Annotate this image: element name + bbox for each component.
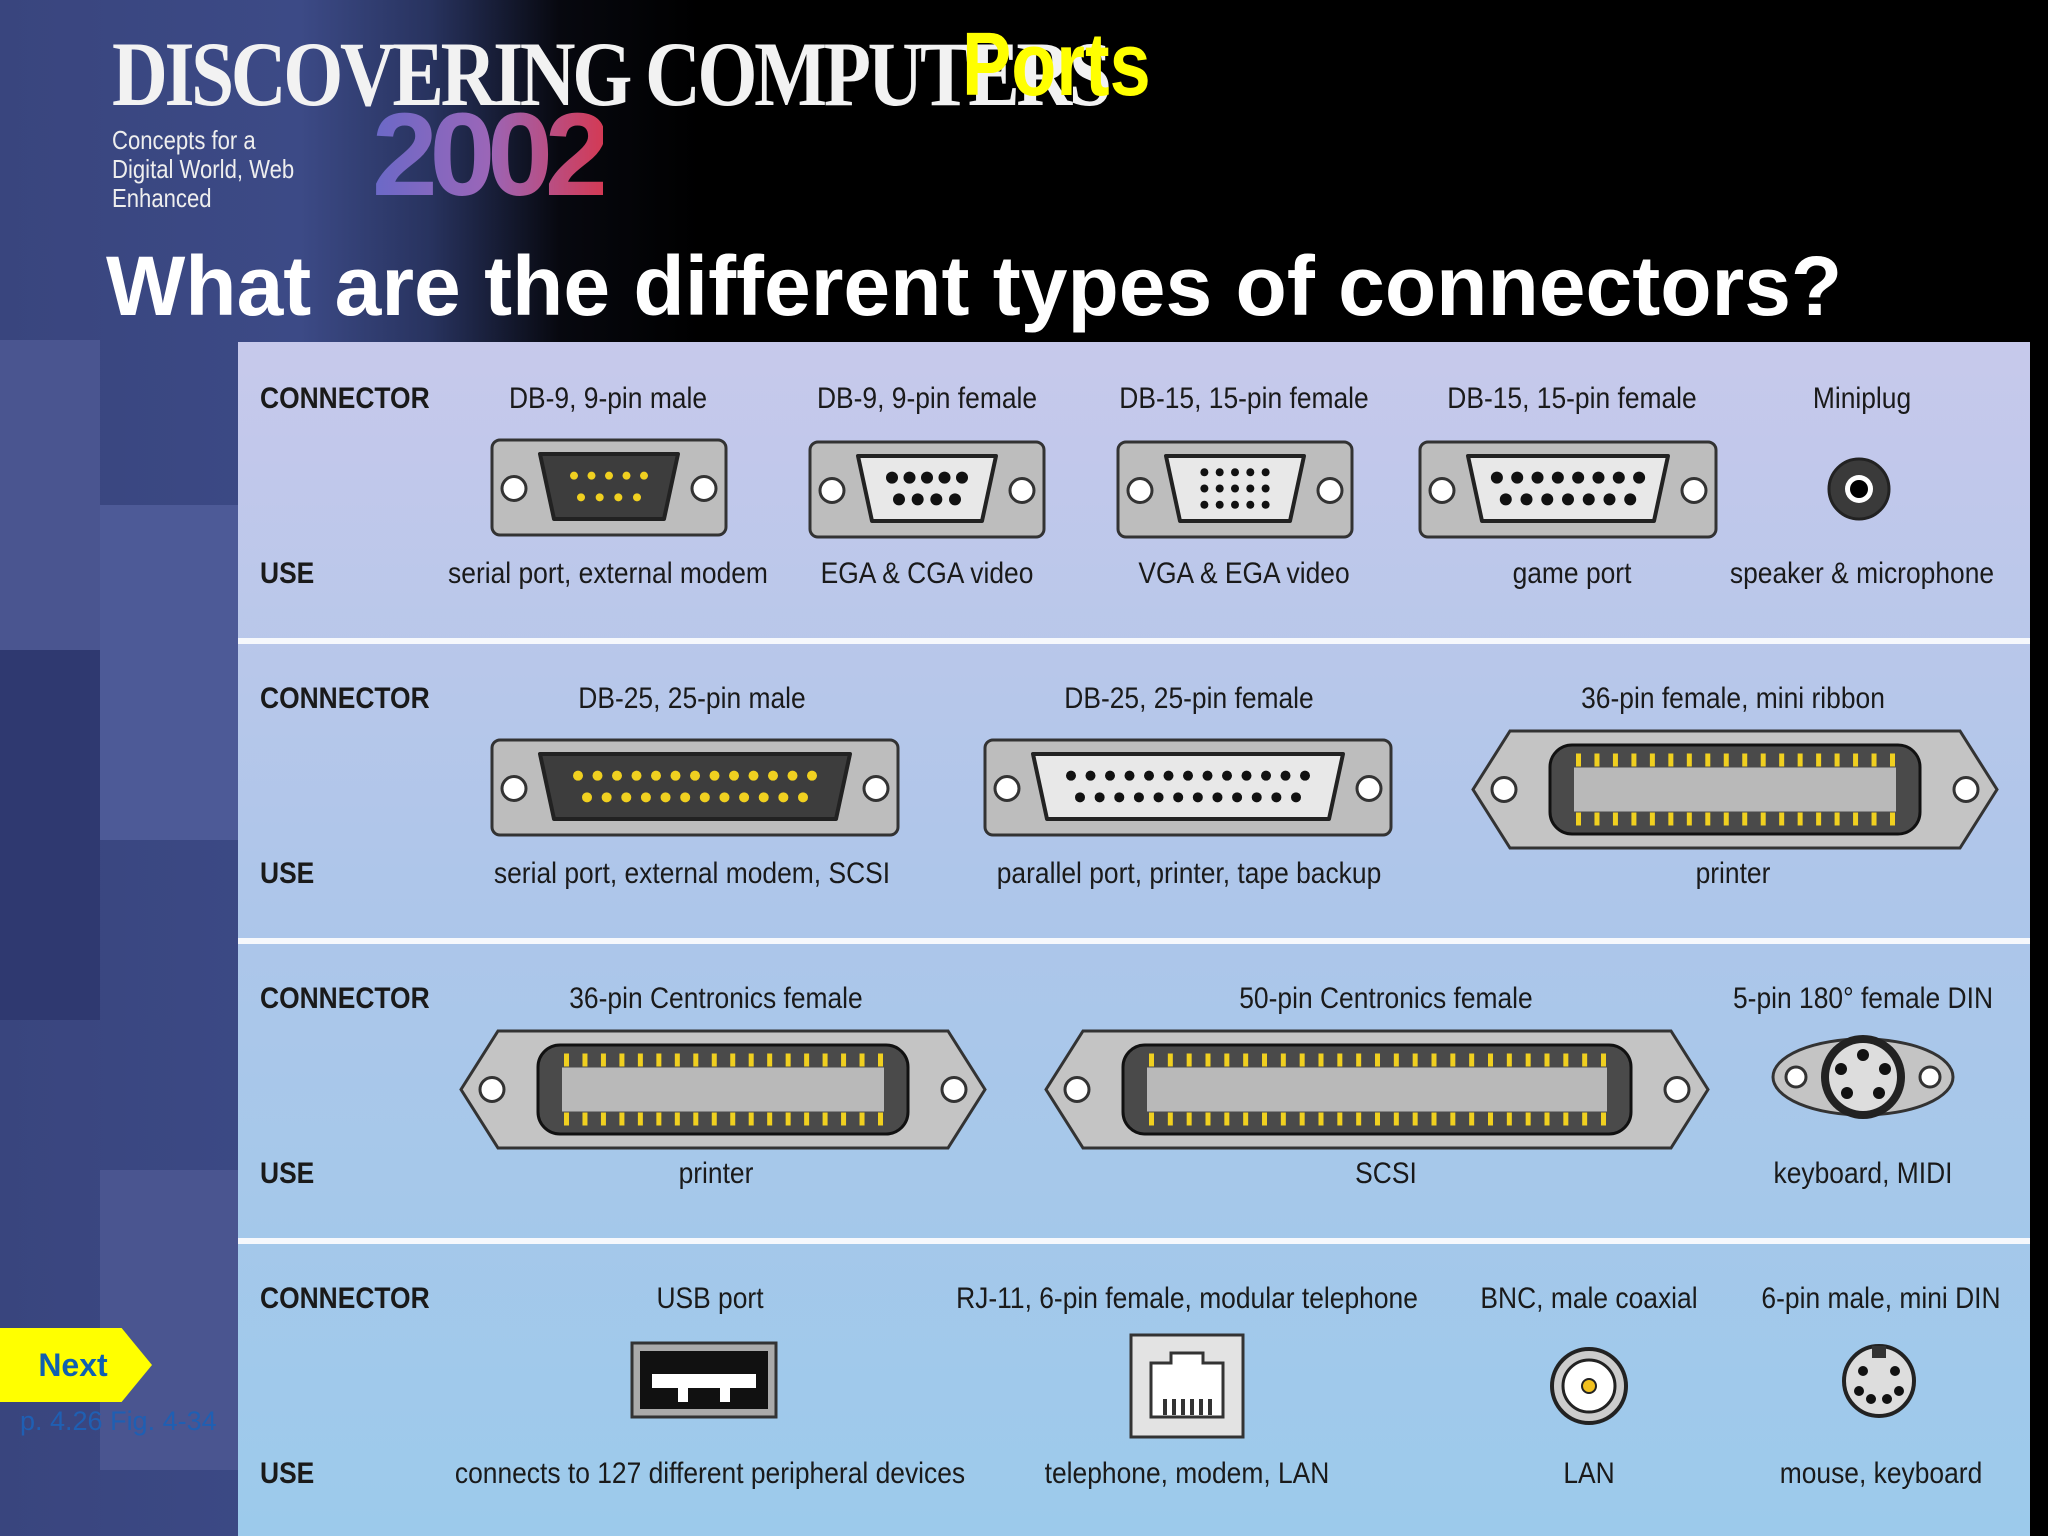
row-divider (238, 638, 2030, 644)
brand-year: 2002 (372, 89, 610, 221)
connector-row-label: CONNECTOR (260, 1282, 430, 1315)
connector-use: keyboard, MIDI (1773, 1157, 1953, 1190)
next-button-label: Next (38, 1347, 108, 1383)
connector-use: serial port, external modem (448, 557, 768, 590)
connector-name: BNC, male coaxial (1480, 1282, 1698, 1315)
connector-name: 36-pin female, mini ribbon (1581, 682, 1885, 715)
connector-name: 5-pin 180° female DIN (1732, 982, 1994, 1015)
connector-name: DB-15, 15-pin female (1447, 382, 1697, 415)
connector-name: Miniplug (1812, 382, 1912, 415)
usb-icon (630, 1341, 778, 1424)
connector-use: telephone, modem, LAN (1044, 1457, 1330, 1490)
mini-din-icon (1841, 1341, 1917, 1426)
page-reference: p. 4.26 Fig. 4-34 (20, 1406, 217, 1436)
connector-name: DB-9, 9-pin female (816, 382, 1038, 415)
brand-subtitle: Concepts for a Digital World, Web Enhanc… (112, 125, 295, 213)
connector-name: 36-pin Centronics female (569, 982, 863, 1015)
connector-name: DB-9, 9-pin male (508, 382, 708, 415)
next-button[interactable]: Next (0, 1328, 152, 1402)
db15-game-icon (1418, 438, 1718, 548)
connector-use: parallel port, printer, tape backup (996, 857, 1382, 890)
mini-ribbon-icon (1470, 727, 2000, 857)
connector-name: RJ-11, 6-pin female, modular telephone (956, 1282, 1418, 1315)
connector-row-label: CONNECTOR (260, 982, 430, 1015)
connector-use: serial port, external modem, SCSI (493, 857, 891, 890)
slide-question: What are the different types of connecto… (106, 239, 1843, 333)
connector-use: printer (1695, 857, 1771, 890)
rj11-icon (1129, 1333, 1245, 1444)
din5-icon (1770, 1027, 1956, 1132)
connector-name: 50-pin Centronics female (1239, 982, 1533, 1015)
background-square (0, 650, 100, 1020)
use-row-label: USE (260, 857, 315, 890)
use-row-label: USE (260, 1157, 315, 1190)
brand-title: DISCOVERING COMPUTERS (112, 23, 1112, 125)
connector-table: CONNECTOR USE DB-9, 9-pin male serial port,… (238, 342, 2030, 1536)
background-square (100, 1170, 240, 1470)
connector-use: speaker & microphone (1729, 557, 1995, 590)
miniplug-icon (1824, 454, 1894, 529)
connector-use: mouse, keyboard (1779, 1457, 1983, 1490)
connector-use: EGA & CGA video (820, 557, 1034, 590)
connector-row-label: CONNECTOR (260, 682, 430, 715)
connector-name: DB-25, 25-pin female (1064, 682, 1314, 715)
row-divider (238, 1238, 2030, 1244)
connector-row-label: CONNECTOR (260, 382, 430, 415)
connector-use: game port (1512, 557, 1632, 590)
connector-use: SCSI (1355, 1157, 1417, 1190)
connector-name: DB-15, 15-pin female (1119, 382, 1369, 415)
db9-female-icon (808, 438, 1046, 548)
connector-use: printer (678, 1157, 754, 1190)
db9-male-icon (490, 436, 728, 546)
connector-use: LAN (1563, 1457, 1615, 1490)
connector-name: DB-25, 25-pin male (578, 682, 806, 715)
db25-male-icon (490, 736, 900, 846)
centronics50-icon (1043, 1027, 1711, 1157)
bnc-icon (1549, 1341, 1629, 1436)
connector-use: connects to 127 different peripheral dev… (454, 1457, 966, 1490)
connector-name: USB port (656, 1282, 764, 1315)
row-divider (238, 938, 2030, 944)
db15-vga-icon (1116, 438, 1354, 548)
connector-use: VGA & EGA video (1138, 557, 1350, 590)
centronics36-icon (458, 1027, 988, 1157)
connector-name: 6-pin male, mini DIN (1761, 1282, 2001, 1315)
use-row-label: USE (260, 557, 315, 590)
background-square (100, 505, 240, 840)
background-square (0, 340, 100, 650)
db25-female-icon (983, 736, 1393, 846)
use-row-label: USE (260, 1457, 315, 1490)
section-title: Ports (962, 15, 1151, 115)
